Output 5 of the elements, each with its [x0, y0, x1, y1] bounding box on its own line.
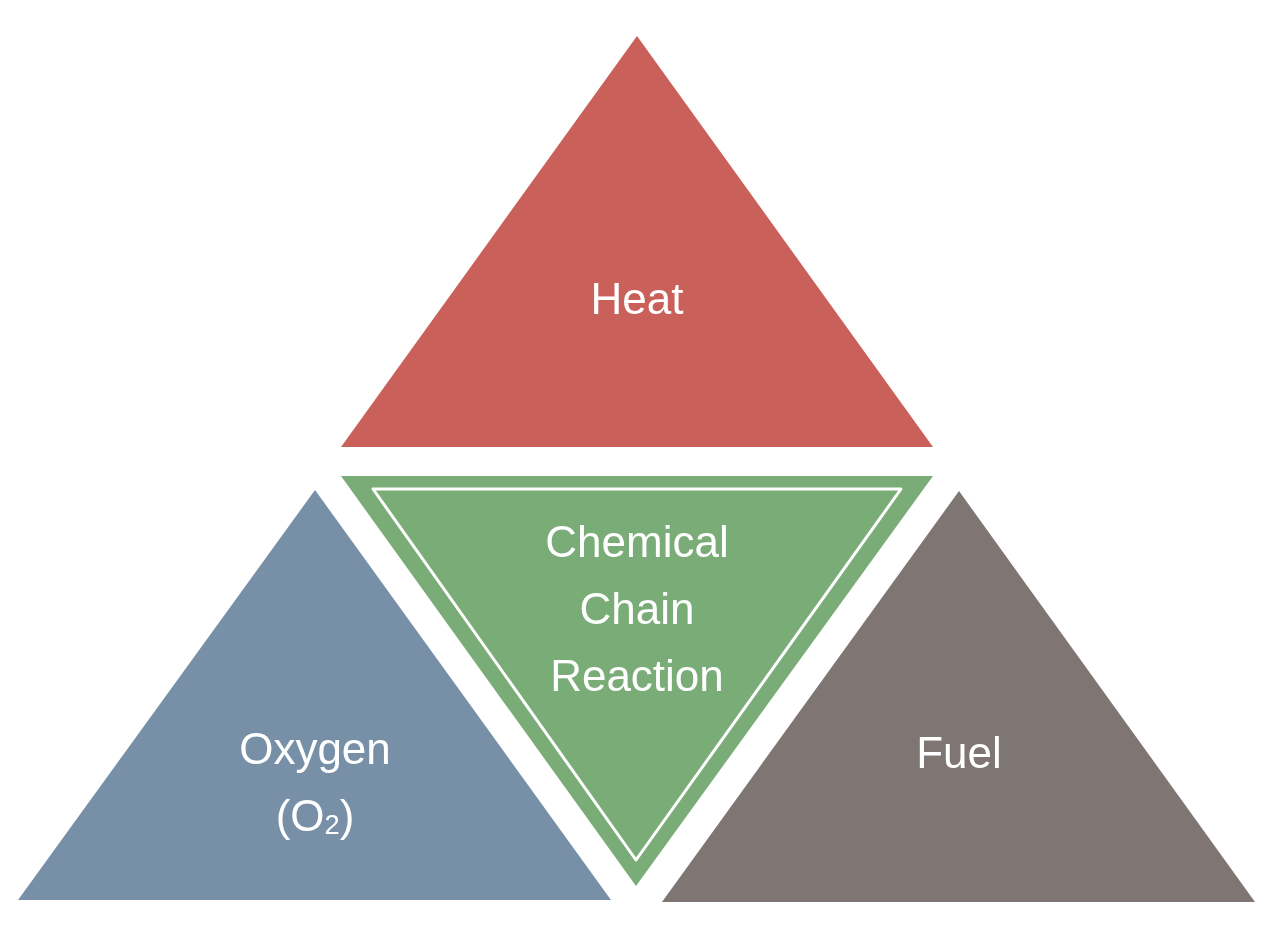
triangle-panel [341, 36, 933, 447]
node-label: Heat [590, 272, 684, 325]
node-label: Fuel [916, 726, 1002, 779]
node-label: Chemical Chain Reaction [544, 515, 730, 702]
node-label: Oxygen (O$_{2}$) [238, 723, 392, 843]
